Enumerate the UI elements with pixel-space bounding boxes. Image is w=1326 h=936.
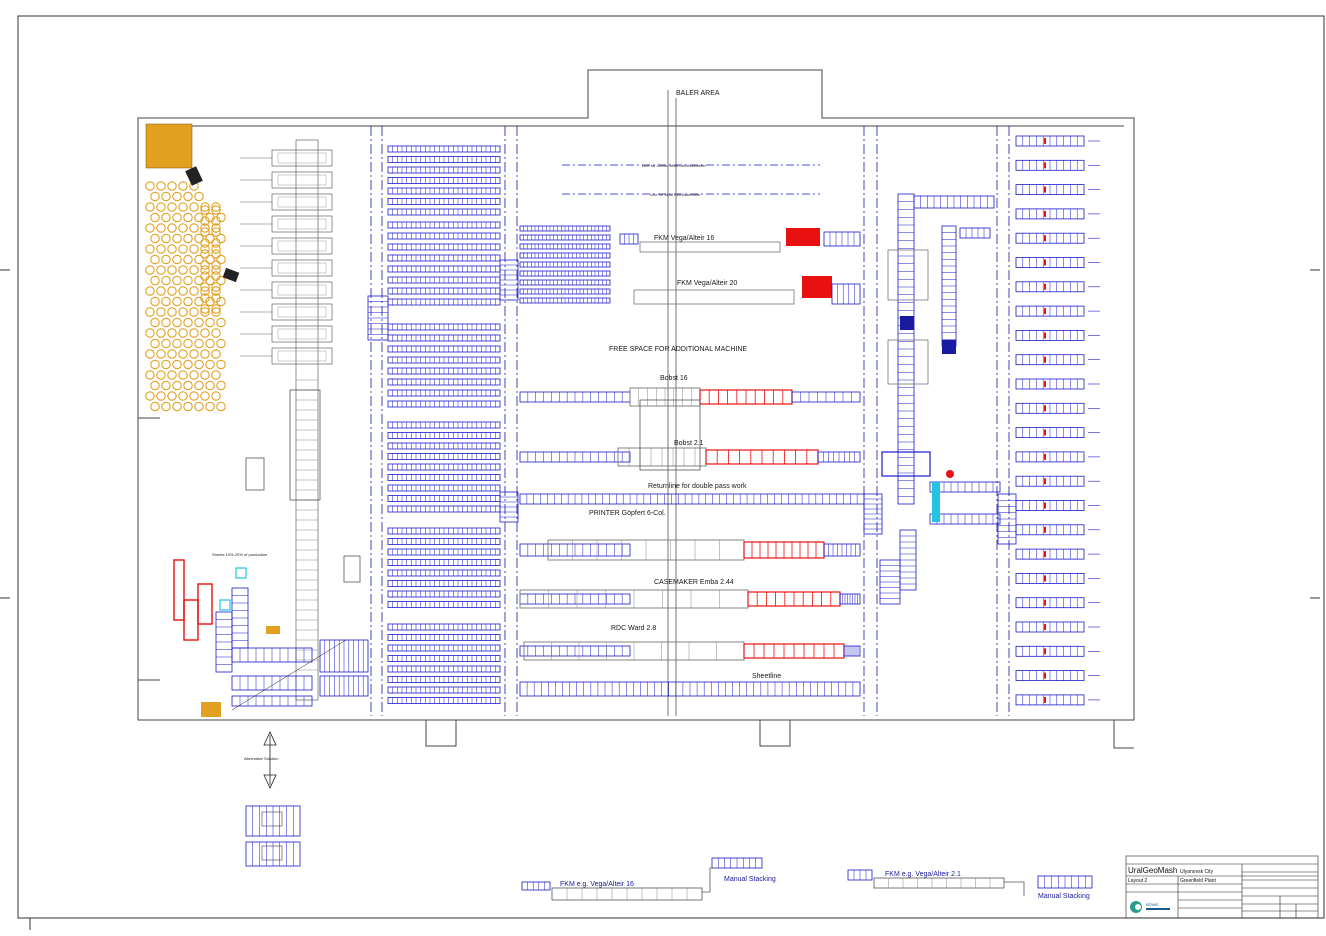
bobst21-label: Bobst 2.1 [674,440,704,447]
title-company: UralGeoMash [1128,866,1177,875]
title-block [1125,855,1319,919]
alternative-solution-conveyors [245,805,301,867]
pallet-stack-mid [266,626,280,634]
conveyor-storage-block-b [499,225,883,697]
finished-goods-conveyors [1015,135,1100,706]
converting-machine-lines [519,193,1017,661]
manual-stacking-left-label: Manual Stacking [724,876,776,883]
fkm20-label: FKM Vega/Alteir 20 [677,280,737,287]
column-gridlines [370,126,1010,716]
alternative-solution-arrow [263,731,277,789]
alternative-solution-label: Alternative Solution [244,756,278,761]
title-layout: Layout 2 [1128,878,1147,884]
svg-text:BÖWE: BÖWE [1146,902,1159,907]
free-space-label: FREE SPACE FOR ADDITIONAL MACHINE [609,346,747,353]
corrugator-line [240,139,361,701]
conveyor-storage-block-a [319,145,501,704]
rdc-label: RDC Ward 2.8 [611,625,656,632]
building-outline [137,69,1135,749]
multi-assembler-line-label: Line for Multi Cell Assembler [650,192,701,197]
reel-storage-area [145,166,240,412]
returnline-label: Returnline for double pass work [648,483,747,490]
sheet-feeding-area [173,559,347,711]
sheetline-label: Sheetline [752,673,781,680]
fkm-left-example-label: FKM e.g. Vega/Alteir 16 [560,881,634,888]
fkm16-label: FKM Vega/Alteir 16 [654,235,714,242]
fkm-example-lines [521,857,1093,901]
pallet-stack-bottom [201,702,221,717]
drawing-frame [17,15,1325,919]
printer-label: PRINTER Göpfert 6-Col. [589,510,666,517]
title-city: Ulyanovsk City [1180,869,1214,875]
company-logo: BÖWE [1130,901,1170,913]
jumbo-assembler-line-label: Line for Jumbo Multi Cell Assembler [642,163,706,168]
casemaker-label: CASEMAKER Emba 2.44 [654,579,734,586]
manual-stacking-right-label: Manual Stacking [1038,893,1090,900]
baler-area-label: BALER AREA [676,90,720,97]
sheets-note: Sheets 10%-20% of production [212,552,267,557]
title-plant: Greenfield Plant [1180,878,1216,884]
roll-stack-storage [145,123,193,169]
fkm-right-example-label: FKM e.g. Vega/Alteir 2.1 [885,871,961,878]
bobst16-label: Bobst 16 [660,375,688,382]
